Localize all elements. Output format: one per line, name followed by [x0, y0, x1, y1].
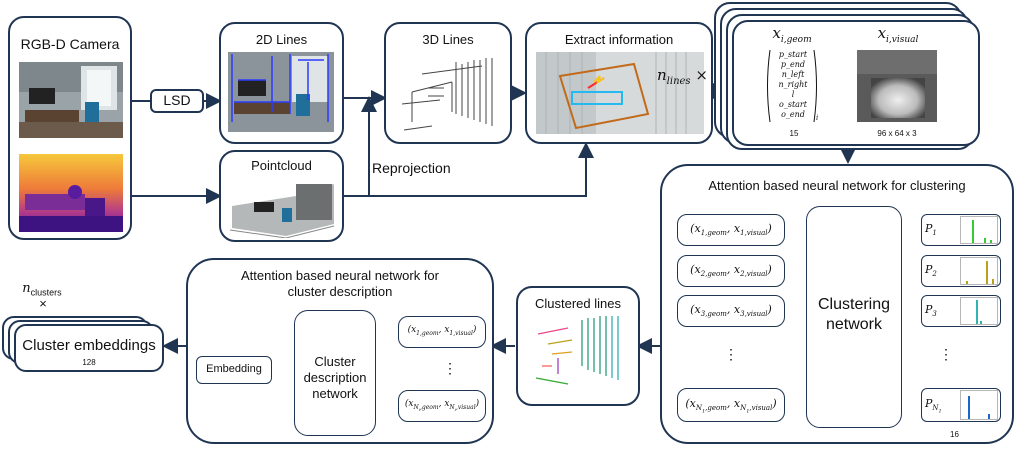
cluster-input-2-text: (x2,geom, x2,visual)	[690, 263, 772, 279]
description-input-1	[398, 316, 486, 348]
cluster-output-dim: 16	[950, 430, 959, 439]
clustering-panel-title: Attention based neural network for clust…	[708, 178, 966, 193]
cluster-output-n	[921, 388, 1001, 422]
geom-dim: 15	[789, 129, 799, 138]
description-inputs-dots: ⋮	[443, 360, 457, 376]
visual-dim: 96 x 64 x 3	[877, 129, 917, 138]
lsd-label: LSD	[163, 92, 191, 108]
cluster-outputs-dots: ⋮	[939, 346, 953, 362]
cluster-embedding-dim: 128	[82, 358, 96, 367]
cluster-output-3	[921, 295, 1001, 327]
rgbd-camera-title: RGB-D Camera	[20, 36, 120, 52]
cluster-output-3-hist	[960, 297, 998, 325]
geom-title: xi,geom	[772, 24, 812, 45]
cluster-input-2	[677, 255, 785, 287]
extract-title: Extract information	[564, 32, 674, 47]
description-panel-title-line1: Attention based neural network for	[240, 268, 439, 283]
lines3d-image	[401, 58, 493, 131]
embedding-box	[196, 356, 272, 384]
clustered-lines-title: Clustered lines	[535, 296, 621, 311]
pointcloud-image	[229, 184, 335, 238]
geom-vector-index: i	[816, 114, 819, 122]
description-network-line1: Cluster	[314, 354, 356, 369]
cluster-output-1	[921, 214, 1001, 246]
lines2d-title: 2D Lines	[255, 32, 308, 47]
visual-title: xi,visual	[877, 24, 919, 45]
description-panel-title-line2: cluster description	[287, 284, 393, 299]
clustering-network-line1: Clustering	[817, 296, 891, 313]
cluster-input-3-text: (x3,geom, x3,visual)	[690, 303, 772, 319]
cluster-inputs-dots: ⋮	[724, 346, 738, 362]
lines2d-image	[228, 52, 334, 132]
cluster-embedding-title: Cluster embeddings	[22, 337, 156, 354]
lsd-box	[150, 89, 204, 113]
clustered-lines-image	[535, 316, 619, 385]
nlines-label: nlines ×	[657, 66, 708, 87]
description-input-n-text: (xNi,geom, xNi,visual)	[404, 399, 480, 412]
pointcloud-title: Pointcloud	[251, 158, 312, 173]
cluster-output-2-hist	[960, 257, 998, 285]
clustering-network-box	[806, 206, 902, 428]
description-network-line2: description	[303, 370, 367, 385]
visual-patch	[857, 50, 937, 122]
cluster-input-1	[677, 214, 785, 246]
cluster-output-n-label: PN1	[925, 397, 942, 415]
cluster-input-3	[677, 295, 785, 327]
cluster-output-2-label: P2	[925, 263, 937, 279]
cluster-output-3-label: P3	[925, 303, 937, 319]
cluster-input-n	[677, 388, 785, 422]
feature-card	[732, 20, 980, 146]
description-input-1-text: (x1,geom, x1,visual)	[407, 325, 477, 337]
geom-vector-entries: p_start p_end n_left n_right l o_start o…	[778, 50, 808, 119]
clustered-lines-box	[516, 286, 640, 406]
clustering-network-line2: network	[825, 316, 883, 333]
lines3d-title: 3D Lines	[422, 32, 474, 47]
depth-image	[19, 154, 123, 232]
description-network-box	[294, 310, 376, 436]
cluster-output-1-hist	[960, 216, 998, 244]
nclusters-label: nclusters	[22, 281, 62, 298]
cluster-input-1-text: (x1,geom, x1,visual)	[690, 222, 772, 238]
reprojection-label: Reprojection	[372, 160, 451, 176]
cluster-output-1-label: P1	[925, 222, 937, 238]
cluster-output-n-hist	[960, 390, 998, 420]
embedding-label: Embedding	[206, 363, 262, 375]
description-network-line3: network	[312, 386, 358, 401]
nclusters-times: ×	[39, 296, 47, 311]
description-input-n	[398, 390, 486, 422]
rgb-image	[19, 62, 123, 138]
geom-vector	[767, 49, 817, 123]
cluster-input-n-text: (xN1,geom, xN1,visual)	[685, 397, 777, 415]
extract-image	[536, 52, 704, 134]
cluster-embedding-card	[14, 324, 164, 372]
